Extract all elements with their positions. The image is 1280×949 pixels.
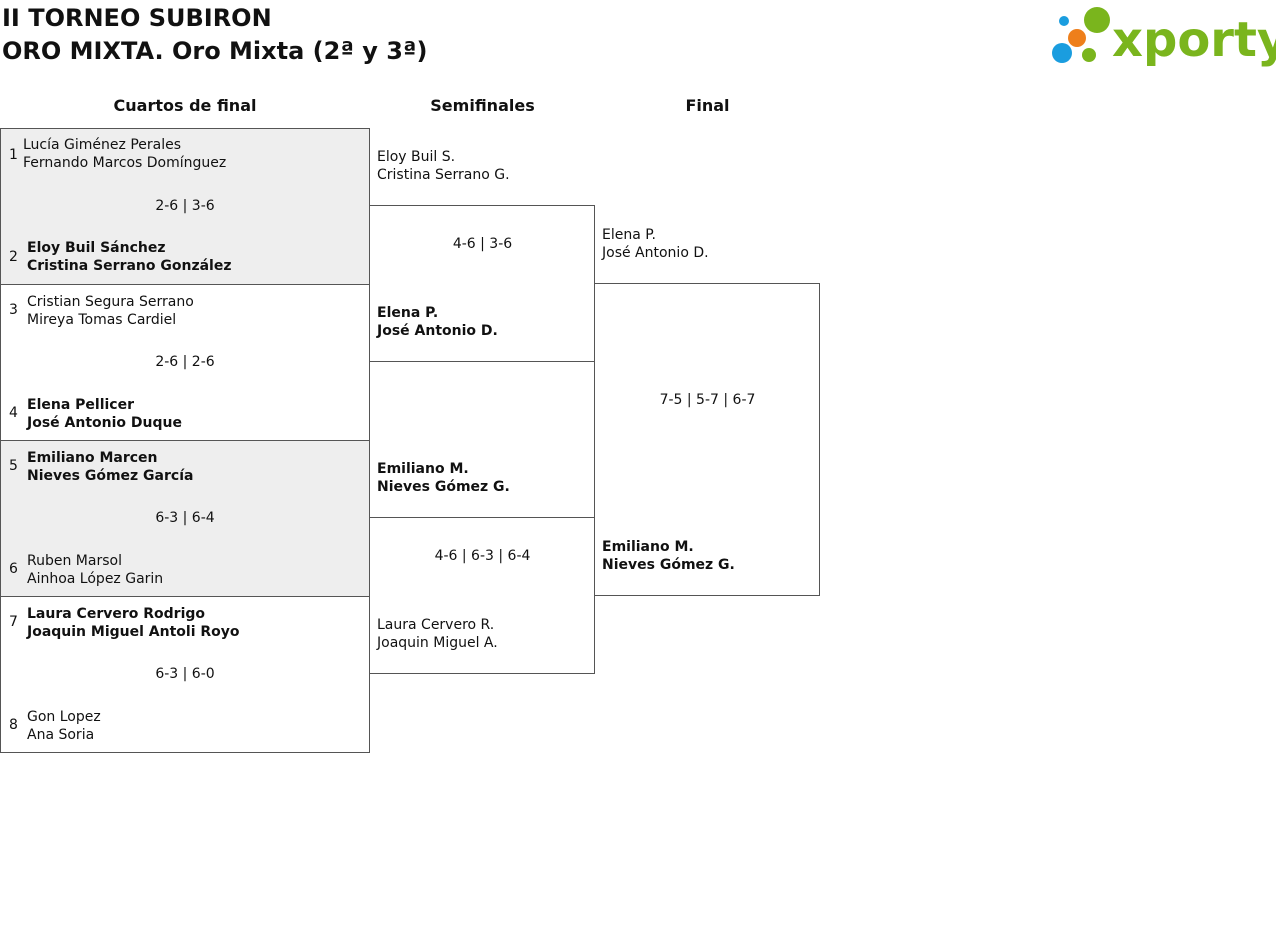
match-score: 6-3 | 6-0 <box>155 666 215 682</box>
player-name: Nieves Gómez García <box>27 468 194 484</box>
player-name: Emiliano Marcen <box>27 450 158 466</box>
seed-number: 6 <box>9 561 18 577</box>
player-name: José Antonio Duque <box>27 415 182 431</box>
team-pair[interactable]: Ruben Marsol Ainhoa López Garin <box>27 552 163 588</box>
match-score: 4-6 | 3-6 <box>452 236 513 252</box>
seed-number: 8 <box>9 717 18 733</box>
player-name: Nieves Gómez G. <box>377 479 510 495</box>
seed-number: 7 <box>9 614 18 630</box>
round-header-final: Final <box>685 96 730 115</box>
match-score: 2-6 | 2-6 <box>155 354 215 370</box>
match-score: 7-5 | 5-7 | 6-7 <box>659 392 756 408</box>
player-name: Nieves Gómez G. <box>602 557 735 573</box>
seed-number: 3 <box>9 302 18 318</box>
round-header-semifinals: Semifinales <box>430 96 535 115</box>
player-name: Eloy Buil Sánchez <box>27 240 166 256</box>
player-name: Laura Cervero Rodrigo <box>27 606 206 622</box>
player-name: Cristian Segura Serrano <box>27 294 194 310</box>
match-score: 6-3 | 6-4 <box>155 510 215 526</box>
quarterfinal-match-2[interactable]: 3 Cristian Segura Serrano Mireya Tomas C… <box>0 284 370 441</box>
quarterfinal-match-1[interactable]: 1 Lucía Giménez Perales Fernando Marcos … <box>0 128 370 285</box>
player-name: José Antonio D. <box>602 245 709 261</box>
category-title: ORO MIXTA. Oro Mixta (2ª y 3ª) <box>2 37 428 65</box>
player-name: Elena Pellicer <box>27 397 134 413</box>
logo-dots-icon: xporty <box>1052 7 1280 68</box>
team-pair[interactable]: Lucía Giménez Perales Fernando Marcos Do… <box>23 136 226 172</box>
team-pair-winner[interactable]: Emiliano Marcen Nieves Gómez García <box>27 449 193 485</box>
seed-number: 4 <box>9 405 18 421</box>
player-name: Lucía Giménez Perales <box>23 137 182 153</box>
player-name: Ana Soria <box>27 727 95 743</box>
team-pair-winner[interactable]: Eloy Buil Sánchez Cristina Serrano Gonzá… <box>27 239 232 275</box>
tournament-title: II TORNEO SUBIRON <box>2 4 272 32</box>
team-pair[interactable]: Eloy Buil S. Cristina Serrano G. <box>377 148 510 184</box>
final-match[interactable] <box>594 283 820 596</box>
player-name: Cristina Serrano G. <box>377 167 510 183</box>
team-pair[interactable]: Elena P. José Antonio D. <box>602 226 709 262</box>
player-name: Emiliano M. <box>377 461 469 477</box>
player-name: Cristina Serrano González <box>27 258 232 274</box>
player-name: José Antonio D. <box>377 323 498 339</box>
xporty-logo[interactable]: xporty <box>1050 4 1280 68</box>
player-name: Elena P. <box>602 227 656 243</box>
semifinal-match-2[interactable] <box>369 517 595 674</box>
player-name: Elena P. <box>377 305 439 321</box>
player-name: Fernando Marcos Domínguez <box>23 155 227 171</box>
seed-number: 1 <box>9 147 18 163</box>
player-name: Joaquin Miguel Antoli Royo <box>27 624 240 640</box>
seed-number: 5 <box>9 458 18 474</box>
round-header-quarterfinals: Cuartos de final <box>113 96 257 115</box>
team-pair-winner[interactable]: Emiliano M. Nieves Gómez G. <box>602 538 735 574</box>
quarterfinal-match-3[interactable]: 5 Emiliano Marcen Nieves Gómez García 6-… <box>0 440 370 597</box>
semifinal-match-1[interactable] <box>369 205 595 362</box>
player-name: Ruben Marsol <box>27 553 122 569</box>
team-pair-winner[interactable]: Elena Pellicer José Antonio Duque <box>27 396 182 432</box>
team-pair[interactable]: Cristian Segura Serrano Mireya Tomas Car… <box>27 293 194 329</box>
player-name: Joaquin Miguel A. <box>377 635 498 651</box>
team-pair-winner[interactable]: Laura Cervero Rodrigo Joaquin Miguel Ant… <box>27 605 240 641</box>
match-score: 2-6 | 3-6 <box>155 198 215 214</box>
team-pair[interactable]: Gon Lopez Ana Soria <box>27 708 101 744</box>
seed-number: 2 <box>9 249 18 265</box>
player-name: Eloy Buil S. <box>377 149 456 165</box>
player-name: Ainhoa López Garin <box>27 571 164 587</box>
logo-text: xporty <box>1112 12 1276 68</box>
player-name: Laura Cervero R. <box>377 617 495 633</box>
team-pair-winner[interactable]: Elena P. José Antonio D. <box>377 304 498 340</box>
team-pair[interactable]: Laura Cervero R. Joaquin Miguel A. <box>377 616 498 652</box>
player-name: Mireya Tomas Cardiel <box>27 312 177 328</box>
player-name: Emiliano M. <box>602 539 694 555</box>
quarterfinal-match-4[interactable]: 7 Laura Cervero Rodrigo Joaquin Miguel A… <box>0 596 370 753</box>
player-name: Gon Lopez <box>27 709 101 725</box>
match-score: 4-6 | 6-3 | 6-4 <box>434 548 531 564</box>
team-pair-winner[interactable]: Emiliano M. Nieves Gómez G. <box>377 460 510 496</box>
